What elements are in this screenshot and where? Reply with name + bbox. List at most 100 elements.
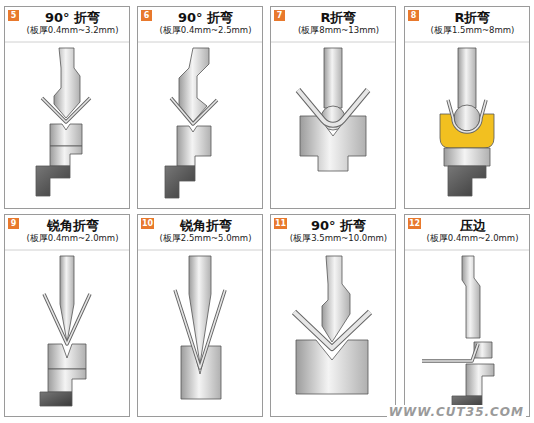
header-divider bbox=[271, 42, 395, 43]
sheet-metal bbox=[171, 98, 217, 124]
panel-header: 90° 折弯(板厚0.4mm~3.2mm) bbox=[19, 10, 126, 36]
panel-illustration bbox=[405, 42, 529, 196]
panel-header: 锐角折弯(板厚2.5mm~5.0mm) bbox=[152, 218, 259, 244]
bending-panel: R折弯(板厚1.5mm~8mm)8 bbox=[404, 6, 530, 209]
tool-part bbox=[458, 48, 476, 108]
header-divider bbox=[5, 42, 129, 43]
bend-title: 锐角折弯 bbox=[152, 218, 259, 233]
thickness-range: (板厚0.4mm~2.0mm) bbox=[19, 233, 126, 244]
panel-illustration bbox=[5, 42, 129, 196]
thickness-range: (板厚0.4mm~2.5mm) bbox=[152, 25, 259, 36]
panel-illustration bbox=[271, 250, 395, 394]
callout-number: 8 bbox=[409, 10, 418, 21]
bend-title: R折弯 bbox=[285, 10, 392, 25]
sheet-metal bbox=[422, 344, 478, 361]
header-divider bbox=[405, 42, 529, 43]
sheet-metal bbox=[422, 344, 478, 361]
bending-panel: 90° 折弯(板厚3.5mm~10.0mm)11 bbox=[270, 214, 396, 417]
bend-title: 锐角折弯 bbox=[19, 218, 126, 233]
tool-part bbox=[50, 124, 82, 146]
tool-part bbox=[177, 126, 211, 166]
thickness-range: (板厚0.4mm~3.2mm) bbox=[19, 25, 126, 36]
panel-header: R折弯(板厚1.5mm~8mm) bbox=[419, 10, 526, 36]
thickness-range: (板厚8mm~13mm) bbox=[285, 25, 392, 36]
thickness-range: (板厚2.5mm~5.0mm) bbox=[152, 233, 259, 244]
sheet-metal bbox=[448, 100, 486, 132]
sheet-metal bbox=[42, 98, 90, 122]
header-divider bbox=[5, 250, 129, 251]
callout-number: 10 bbox=[142, 218, 153, 229]
callout-number: 9 bbox=[9, 218, 18, 229]
callout-number: 11 bbox=[275, 218, 286, 229]
bend-title: 90° 折弯 bbox=[19, 10, 126, 25]
number-badge: 12 bbox=[408, 218, 421, 229]
sheet-metal bbox=[294, 312, 370, 348]
panel-illustration bbox=[271, 42, 395, 171]
number-badge: 5 bbox=[8, 10, 19, 21]
panel-header: 90° 折弯(板厚0.4mm~2.5mm) bbox=[152, 10, 259, 36]
sheet-metal bbox=[42, 98, 90, 122]
panel-header: 压边(板厚0.4mm~2.0mm) bbox=[419, 218, 526, 244]
sheet-metal bbox=[175, 290, 225, 368]
bend-title: 压边 bbox=[419, 218, 526, 233]
tool-part bbox=[60, 256, 74, 342]
bend-title: 90° 折弯 bbox=[285, 218, 392, 233]
die-base bbox=[36, 166, 70, 196]
thickness-range: (板厚0.4mm~2.0mm) bbox=[419, 233, 526, 244]
number-badge: 7 bbox=[274, 10, 285, 21]
number-badge: 11 bbox=[274, 218, 287, 229]
panel-header: R折弯(板厚8mm~13mm) bbox=[285, 10, 392, 36]
sheet-metal bbox=[175, 290, 225, 368]
sheet-metal bbox=[171, 98, 217, 124]
tool-part bbox=[48, 344, 86, 369]
panel-illustration bbox=[138, 250, 262, 399]
sheet-metal bbox=[298, 90, 368, 125]
die-base bbox=[448, 166, 486, 196]
panel-illustration bbox=[5, 250, 129, 406]
number-badge: 8 bbox=[408, 10, 419, 21]
panel-illustration bbox=[405, 250, 529, 408]
thickness-range: (板厚3.5mm~10.0mm) bbox=[285, 233, 392, 244]
tool-part bbox=[466, 364, 494, 396]
bending-panel: 锐角折弯(板厚2.5mm~5.0mm)10 bbox=[137, 214, 263, 417]
tool-part bbox=[54, 48, 80, 118]
tool-part bbox=[181, 346, 221, 399]
callout-number: 6 bbox=[142, 10, 151, 21]
header-divider bbox=[271, 250, 395, 251]
tool-part bbox=[48, 369, 86, 392]
header-divider bbox=[138, 250, 262, 251]
callout-number: 5 bbox=[9, 10, 18, 21]
watermark: WWW.CUT35.COM bbox=[387, 405, 526, 419]
bending-panel: 90° 折弯(板厚0.4mm~3.2mm)5 bbox=[4, 6, 130, 209]
tool-part bbox=[462, 256, 480, 338]
bend-title: 90° 折弯 bbox=[152, 10, 259, 25]
tool-part bbox=[444, 148, 490, 166]
panel-header: 锐角折弯(板厚0.4mm~2.0mm) bbox=[19, 218, 126, 244]
bending-panel: 压边(板厚0.4mm~2.0mm)12 bbox=[404, 214, 530, 417]
tool-part bbox=[324, 48, 342, 108]
header-divider bbox=[138, 42, 262, 43]
callout-number: 7 bbox=[275, 10, 284, 21]
die-base bbox=[165, 166, 195, 198]
sheet-metal bbox=[44, 294, 90, 344]
sheet-metal bbox=[298, 90, 368, 125]
number-badge: 10 bbox=[141, 218, 154, 229]
sheet-metal bbox=[448, 100, 486, 132]
header-divider bbox=[405, 250, 529, 251]
bending-panel: 锐角折弯(板厚0.4mm~2.0mm)9 bbox=[4, 214, 130, 417]
bend-title: R折弯 bbox=[419, 10, 526, 25]
tool-part bbox=[322, 256, 350, 342]
thickness-range: (板厚1.5mm~8mm) bbox=[419, 25, 526, 36]
callout-number: 12 bbox=[409, 218, 420, 229]
panel-header: 90° 折弯(板厚3.5mm~10.0mm) bbox=[285, 218, 392, 244]
number-badge: 6 bbox=[141, 10, 152, 21]
bending-panel: R折弯(板厚8mm~13mm)7 bbox=[270, 6, 396, 209]
bending-panel: 90° 折弯(板厚0.4mm~2.5mm)6 bbox=[137, 6, 263, 209]
die-base bbox=[40, 392, 72, 406]
sheet-metal bbox=[294, 312, 370, 348]
tool-part bbox=[50, 146, 82, 166]
panel-illustration bbox=[138, 42, 262, 198]
